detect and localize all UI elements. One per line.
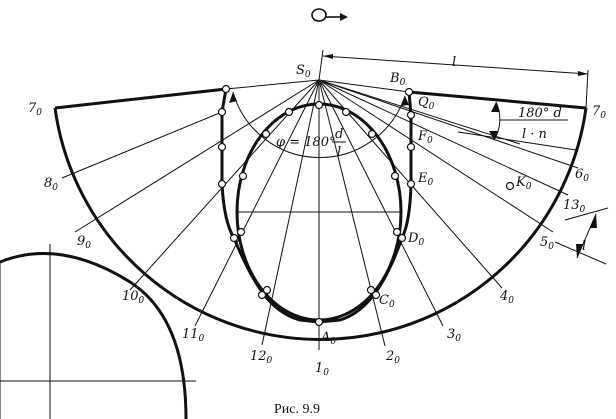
label-1: 10 bbox=[315, 361, 329, 378]
figure-caption: Рис. 9.9 bbox=[274, 402, 320, 417]
ray-11 bbox=[194, 79, 320, 327]
label-2: 20 bbox=[385, 349, 400, 366]
label-b0: B0 bbox=[389, 71, 406, 88]
top-edge-right bbox=[408, 90, 587, 110]
curve-points bbox=[217, 84, 515, 327]
fraction-numerator: 180° d bbox=[518, 106, 562, 121]
label-l-top: l bbox=[452, 55, 456, 70]
point-ellipse-r4 bbox=[366, 285, 376, 295]
label-11: 110 bbox=[182, 327, 205, 344]
point-left-top bbox=[221, 84, 231, 94]
point-ellipse-r2 bbox=[390, 171, 400, 181]
top-edge-left bbox=[54, 87, 227, 110]
point-ellipse-l4 bbox=[262, 285, 272, 295]
label-e0: E0 bbox=[417, 171, 434, 188]
label-l-side: l bbox=[582, 239, 586, 254]
angle-arc bbox=[232, 91, 406, 159]
label-k0: K0 bbox=[515, 175, 532, 192]
left-profile-curve bbox=[220, 88, 320, 324]
label-s0: S0 bbox=[296, 63, 311, 80]
phi-formula: φ = 180° bbox=[276, 135, 336, 150]
label-12: 120 bbox=[250, 349, 273, 366]
label-4: 40 bbox=[499, 289, 514, 306]
ray-2 bbox=[318, 79, 386, 347]
point-left-8 bbox=[217, 107, 227, 117]
point-right-top bbox=[404, 87, 414, 97]
point-d0 bbox=[397, 233, 407, 243]
ray-9 bbox=[74, 79, 320, 233]
point-a0 bbox=[314, 317, 324, 327]
angle-arrow-right bbox=[401, 96, 409, 106]
point-ellipse-r1 bbox=[367, 129, 377, 139]
point-f0 bbox=[406, 110, 416, 120]
phi-numerator: d bbox=[335, 127, 343, 142]
point-left-10 bbox=[217, 179, 227, 189]
label-10: 100 bbox=[122, 289, 145, 306]
ray-13 bbox=[318, 79, 569, 196]
point-ellipse-l1 bbox=[261, 129, 271, 139]
point-ellipse-top bbox=[314, 100, 324, 110]
label-7-left: 70 bbox=[28, 101, 42, 118]
label-c0: C0 bbox=[379, 293, 395, 310]
left-circle bbox=[0, 244, 196, 419]
rotation-indicator-icon bbox=[311, 8, 348, 22]
label-13: 130 bbox=[563, 198, 586, 215]
point-ellipse-r3 bbox=[392, 227, 402, 237]
label-f0: F0 bbox=[417, 129, 433, 146]
point-left-9 bbox=[217, 142, 227, 152]
angle-arrow-left bbox=[229, 92, 237, 103]
phi-denominator: l bbox=[337, 145, 341, 160]
point-e0 bbox=[406, 179, 416, 189]
label-9: 90 bbox=[77, 234, 91, 251]
ray-3 bbox=[318, 79, 444, 327]
label-a0: A0 bbox=[320, 330, 336, 347]
point-ellipse-l3 bbox=[236, 227, 246, 237]
ray-k bbox=[318, 79, 521, 145]
top-line-left bbox=[225, 79, 320, 90]
point-left-11 bbox=[229, 233, 239, 243]
label-6: 60 bbox=[575, 167, 589, 184]
point-ellipse-tl bbox=[284, 107, 294, 117]
dimension-l-top bbox=[318, 49, 589, 109]
point-k0 bbox=[505, 181, 515, 191]
label-3: 30 bbox=[447, 327, 461, 344]
ray-5 bbox=[318, 79, 554, 233]
dimension-l-side bbox=[554, 207, 609, 265]
label-q0: Q0 bbox=[418, 95, 435, 112]
angle-marker-right bbox=[457, 101, 577, 151]
point-ellipse-l2 bbox=[238, 171, 248, 181]
top-line-right bbox=[318, 79, 410, 93]
label-d0: D0 bbox=[407, 231, 424, 248]
point-left-12 bbox=[257, 290, 267, 300]
label-5: 50 bbox=[540, 235, 554, 252]
label-8: 80 bbox=[44, 176, 58, 193]
label-7-right: 70 bbox=[592, 104, 606, 121]
point-ellipse-tr bbox=[341, 107, 351, 117]
fraction-denominator: l · n bbox=[522, 127, 547, 142]
ray-6 bbox=[318, 79, 579, 169]
right-profile-curve bbox=[318, 91, 413, 324]
ray-8 bbox=[61, 111, 223, 179]
point-c0 bbox=[371, 290, 381, 300]
point-right-a bbox=[406, 142, 416, 152]
ray-12 bbox=[261, 79, 320, 346]
